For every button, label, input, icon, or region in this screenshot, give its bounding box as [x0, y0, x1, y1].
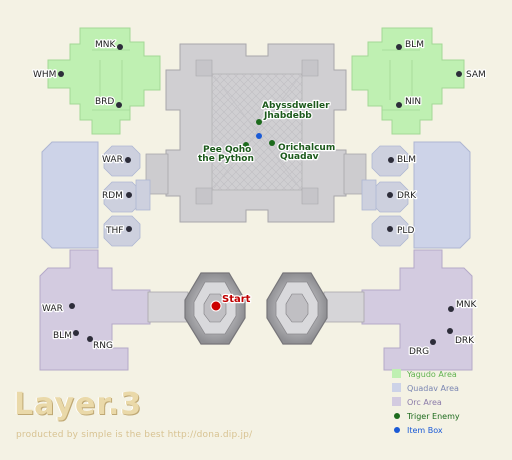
marker-drg-or	[430, 339, 436, 345]
label-enemy-the-python: the Python	[198, 154, 254, 164]
yagudo-area-right	[351, 27, 465, 135]
marker-mnk-or	[448, 306, 454, 312]
label-war-ol: WAR	[42, 304, 63, 314]
label-blm-ol: BLM	[53, 331, 72, 341]
legend-item-dot	[394, 427, 400, 433]
legend-label-quadav: Quadav Area	[407, 384, 459, 393]
yagudo-area-left	[47, 27, 161, 135]
start-corridors	[147, 291, 365, 323]
label-mnk-yl: MNK	[95, 40, 116, 50]
start-marker	[210, 300, 222, 312]
label-drk-or: DRK	[455, 336, 475, 346]
label-war-ql: WAR	[102, 155, 123, 165]
legend-label-item: Item Box	[407, 426, 443, 435]
legend-label-trigger: Triger Enemy	[406, 412, 460, 421]
marker-sam-yr	[456, 71, 462, 77]
label-pld-qr: PLD	[397, 226, 414, 236]
marker-mnk-yl	[117, 44, 123, 50]
legend-label-orc: Orc Area	[407, 398, 442, 407]
marker-nin-yr	[396, 102, 402, 108]
label-sam-yr: SAM	[466, 70, 486, 80]
legend-label-yagudo: Yagudo Area	[406, 370, 457, 379]
label-brd-yl: BRD	[95, 97, 114, 107]
label-enemy-jhabdebb: Jhabdebb	[263, 111, 312, 121]
marker-whm-yl	[58, 71, 64, 77]
start-label: Start	[222, 294, 251, 305]
hex-room-right	[266, 272, 328, 345]
marker-drk-qr	[387, 192, 393, 198]
trigger-enemy-jhabdebb	[256, 119, 262, 125]
label-thf-ql: THF	[105, 226, 123, 236]
marker-blm-ol	[73, 330, 79, 336]
marker-blm-yr	[396, 44, 402, 50]
label-whm-yl: WHM	[33, 70, 56, 80]
side-corridors	[145, 153, 367, 195]
label-drg-or: DRG	[409, 347, 429, 357]
trigger-enemy-pee-qoho	[243, 142, 249, 148]
credit-text: producted by simple is the best http://d…	[16, 430, 253, 440]
label-nin-yr: NIN	[405, 97, 421, 107]
map-title: Layer.3	[14, 387, 143, 422]
label-mnk-or: MNK	[456, 300, 477, 310]
marker-blm-qr	[388, 157, 394, 163]
label-drk-qr: DRK	[397, 191, 417, 201]
quadav-area-left	[41, 141, 151, 249]
label-enemy-pee-qoho: Pee Qoho	[203, 145, 251, 155]
label-enemy-quadav: Quadav	[280, 152, 319, 162]
marker-rng-ol	[87, 336, 93, 342]
label-enemy-orichalcum: Orichalcum	[278, 143, 335, 153]
label-enemy-abyssdweller: Abyssdweller	[262, 101, 330, 111]
marker-pld-qr	[387, 226, 393, 232]
legend: Yagudo Area Quadav Area Orc Area Triger …	[392, 369, 460, 435]
legend-swatch-orc	[392, 397, 401, 406]
label-blm-yr: BLM	[405, 40, 424, 50]
legend-swatch-quadav	[392, 383, 401, 392]
orc-area-right	[361, 249, 473, 371]
trigger-enemy-orichalcum	[269, 140, 275, 146]
marker-thf-ql	[126, 226, 132, 232]
legend-swatch-yagudo	[392, 369, 401, 378]
marker-war-ql	[125, 157, 131, 163]
marker-brd-yl	[116, 102, 122, 108]
item-box	[256, 133, 262, 139]
label-rdm-ql: RDM	[102, 191, 123, 201]
marker-war-ol	[69, 303, 75, 309]
central-building	[165, 43, 347, 223]
marker-drk-or	[447, 328, 453, 334]
legend-trigger-dot	[394, 413, 400, 419]
label-rng-ol: RNG	[93, 341, 113, 351]
label-blm-qr: BLM	[397, 155, 416, 165]
marker-rdm-ql	[126, 192, 132, 198]
